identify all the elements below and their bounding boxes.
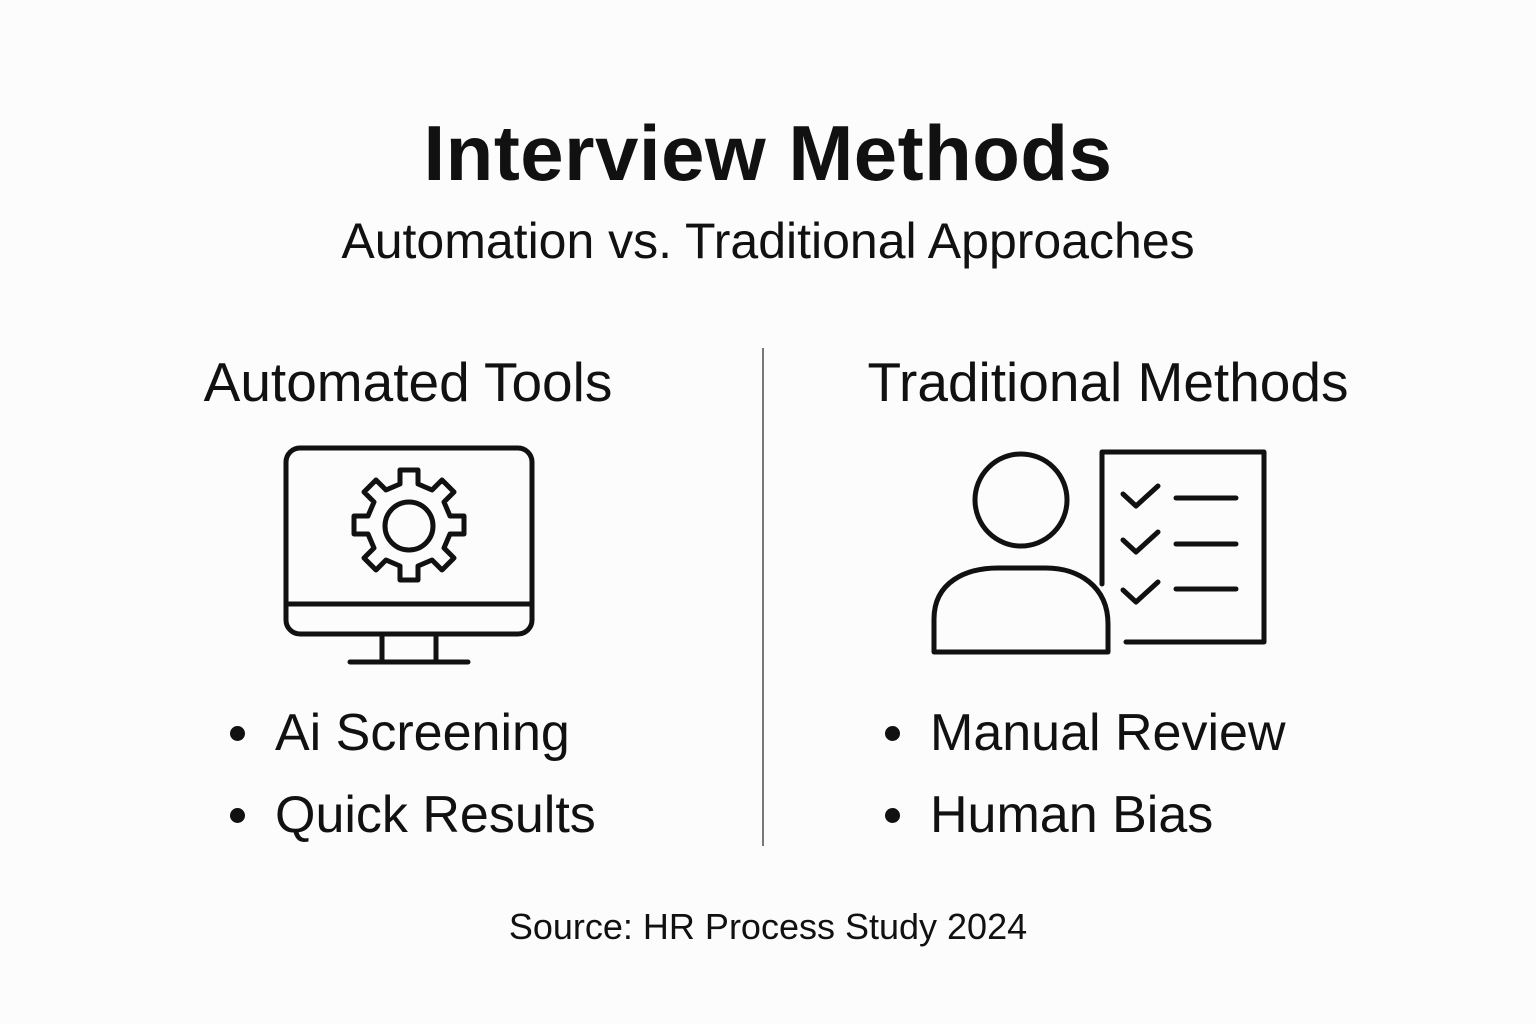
list-item: Human Bias: [885, 774, 1286, 856]
list-item: Manual Review: [885, 692, 1286, 774]
bullet-icon: [230, 725, 245, 741]
list-item: Ai Screening: [230, 692, 596, 774]
monitor-gear-icon: [283, 445, 535, 665]
page-title: Interview Methods: [423, 109, 1113, 197]
list-item: Quick Results: [230, 774, 596, 856]
traditional-methods-list: Manual Review Human Bias: [885, 692, 1286, 856]
traditional-methods-heading: Traditional Methods: [867, 351, 1349, 413]
automated-tools-list: Ai Screening Quick Results: [230, 692, 596, 856]
bullet-icon: [885, 725, 900, 741]
page-subtitle: Automation vs. Traditional Approaches: [341, 213, 1195, 269]
bullet-icon: [230, 807, 245, 823]
column-divider: [762, 348, 764, 846]
person-checklist-icon: [931, 449, 1267, 655]
bullet-icon: [885, 807, 900, 823]
automated-tools-heading: Automated Tools: [203, 351, 613, 413]
source-caption: Source: HR Process Study 2024: [508, 906, 1028, 947]
